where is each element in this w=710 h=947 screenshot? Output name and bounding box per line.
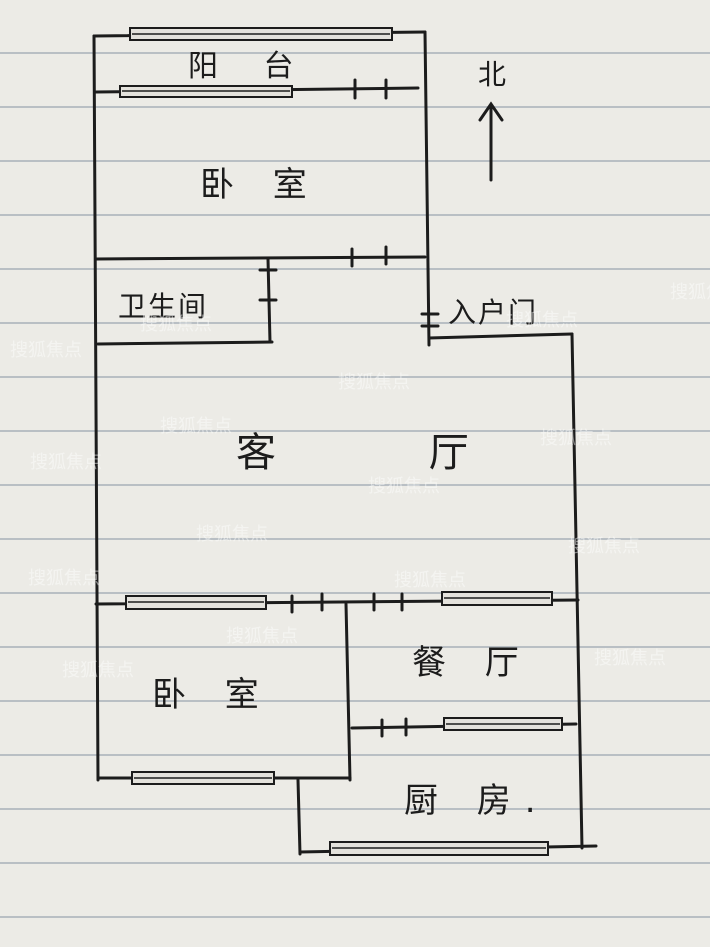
watermark: 搜狐焦点 bbox=[62, 660, 134, 681]
label-balcony: 阳 台 bbox=[188, 49, 312, 84]
watermark: 搜狐焦点 bbox=[140, 314, 212, 335]
wall-bedroom-bath bbox=[94, 255, 427, 261]
wall-entry bbox=[427, 332, 574, 340]
watermark: 搜狐焦点 bbox=[10, 340, 82, 361]
watermark: 搜狐焦点 bbox=[196, 524, 268, 545]
watermark: 搜狐焦点 bbox=[670, 282, 710, 303]
watermark: 搜狐焦点 bbox=[28, 568, 100, 589]
wall-west bbox=[92, 34, 100, 782]
wall-east-upper bbox=[423, 30, 431, 347]
label-bathroom: 卫生间 bbox=[118, 290, 208, 323]
watermark: 搜狐焦点 bbox=[594, 648, 666, 669]
wall-bathroom-bottom bbox=[96, 340, 274, 346]
watermark: 搜狐焦点 bbox=[394, 570, 466, 591]
watermark: 搜狐焦点 bbox=[368, 476, 440, 497]
watermark: 搜狐焦点 bbox=[226, 626, 298, 647]
watermark: 搜狐焦点 bbox=[160, 416, 232, 437]
label-entrance-door: 入户门 bbox=[448, 296, 538, 329]
compass-label: 北 bbox=[478, 58, 508, 91]
watermark-group: 搜狐焦点 搜狐焦点 搜狐焦点 搜狐焦点 搜狐焦点 搜狐焦点 搜狐焦点 搜狐焦点 … bbox=[10, 282, 710, 681]
label-living-room: 客 厅 bbox=[236, 430, 539, 476]
label-bedroom-south: 卧 室 bbox=[152, 675, 273, 715]
wall-east-lower bbox=[570, 332, 584, 850]
wall-bedroom-south-east bbox=[344, 602, 352, 782]
watermark: 搜狐焦点 bbox=[338, 372, 410, 393]
label-bedroom-north: 卧 室 bbox=[200, 165, 321, 205]
label-kitchen: 厨 房. bbox=[404, 781, 550, 821]
label-dining-room: 餐 厅 bbox=[412, 643, 533, 683]
watermark: 搜狐焦点 bbox=[506, 310, 578, 331]
north-arrow-icon bbox=[478, 101, 504, 182]
watermark: 搜狐焦点 bbox=[568, 536, 640, 557]
watermark: 搜狐焦点 bbox=[540, 428, 612, 449]
watermark: 搜狐焦点 bbox=[30, 452, 102, 473]
wall-kitchen-west bbox=[296, 778, 302, 856]
